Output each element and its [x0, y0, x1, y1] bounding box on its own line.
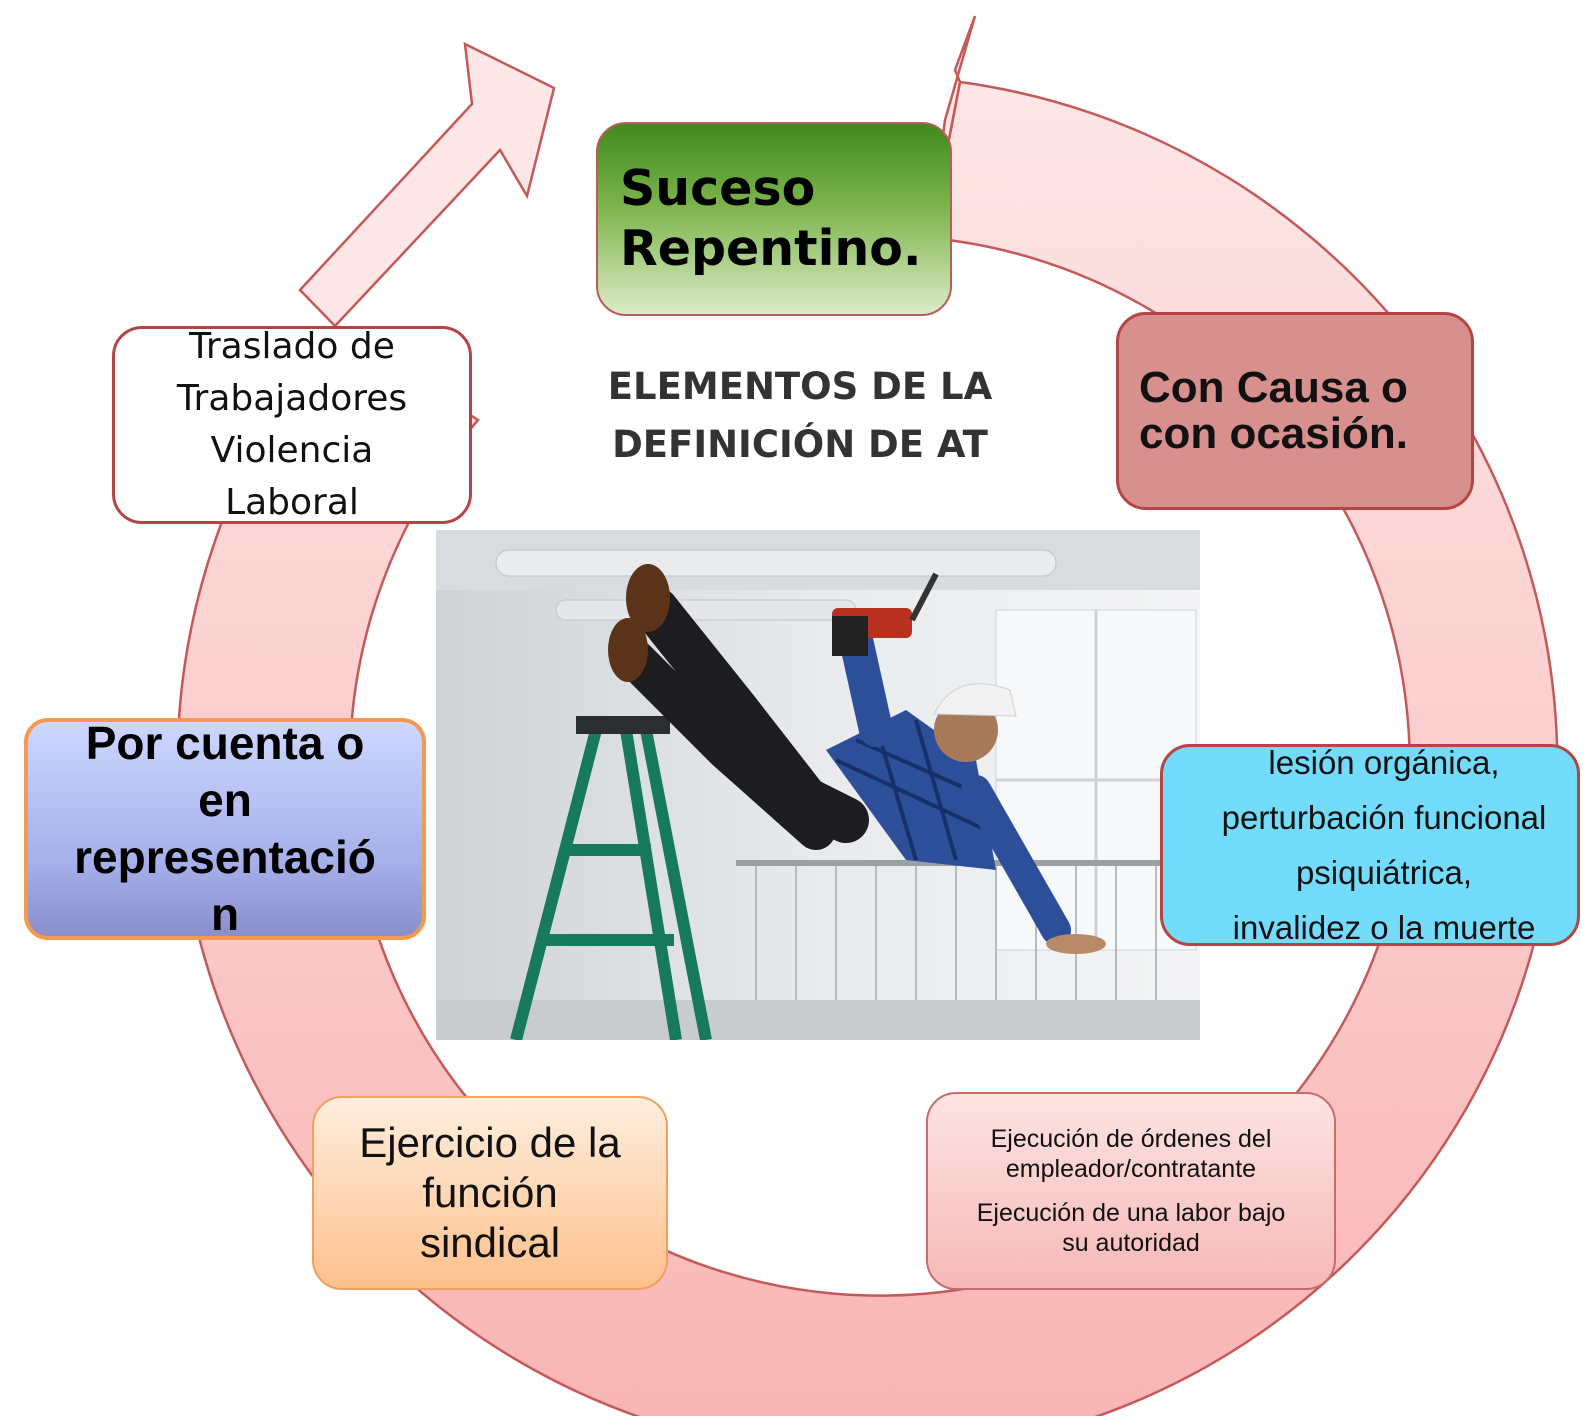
node-suceso-repentino: Suceso Repentino. — [596, 122, 952, 316]
node-text: n — [210, 888, 240, 940]
node-text: Ejecución de una labor bajo — [976, 1199, 1286, 1227]
node-text: psiquiátrica, — [1295, 854, 1473, 891]
node-text: Ejecución de órdenes del — [990, 1125, 1272, 1153]
node-por-cuenta: Por cuenta o en representació n — [24, 718, 426, 940]
node-text: invalidez o la muerte — [1232, 909, 1536, 946]
title-line: DEFINICIÓN DE AT — [612, 423, 988, 466]
node-text: Con Causa o — [1139, 363, 1408, 412]
worker-falling-photo — [436, 530, 1200, 1040]
node-con-causa: Con Causa o con ocasión. — [1116, 312, 1474, 510]
arrow-head — [298, 41, 556, 328]
ladder — [510, 728, 712, 1040]
node-text: sindical — [419, 1219, 561, 1266]
node-text: función — [422, 1169, 558, 1216]
diagram-title: ELEMENTOS DE LA DEFINICIÓN DE AT — [560, 358, 1040, 474]
node-text: Trabajadores — [176, 378, 408, 419]
node-text: Suceso — [620, 160, 816, 217]
node-text: Laboral — [225, 482, 359, 523]
node-ejecucion-ordenes: Ejecución de órdenes del empleador/contr… — [926, 1092, 1336, 1290]
node-text: Por cuenta o — [85, 718, 365, 769]
title-line: ELEMENTOS DE LA — [607, 365, 993, 408]
node-traslado: Traslado de Trabajadores Violencia Labor… — [112, 326, 472, 524]
node-text: en — [198, 774, 252, 826]
node-text: Traslado de — [189, 326, 395, 367]
node-text: perturbación funcional — [1221, 799, 1547, 836]
node-text: Violencia — [210, 430, 374, 471]
node-text: con ocasión. — [1139, 409, 1408, 458]
node-text: representació — [74, 831, 376, 883]
node-text: lesión orgánica, — [1268, 744, 1500, 781]
node-funcion-sindical: Ejercicio de la función sindical — [312, 1096, 668, 1290]
node-text: empleador/contratante — [1005, 1155, 1257, 1183]
node-text: su autoridad — [1062, 1229, 1200, 1257]
node-lesion: lesión orgánica, perturbación funcional … — [1160, 744, 1580, 946]
node-text: Repentino. — [620, 220, 922, 277]
node-text: Ejercicio de la — [359, 1119, 621, 1166]
